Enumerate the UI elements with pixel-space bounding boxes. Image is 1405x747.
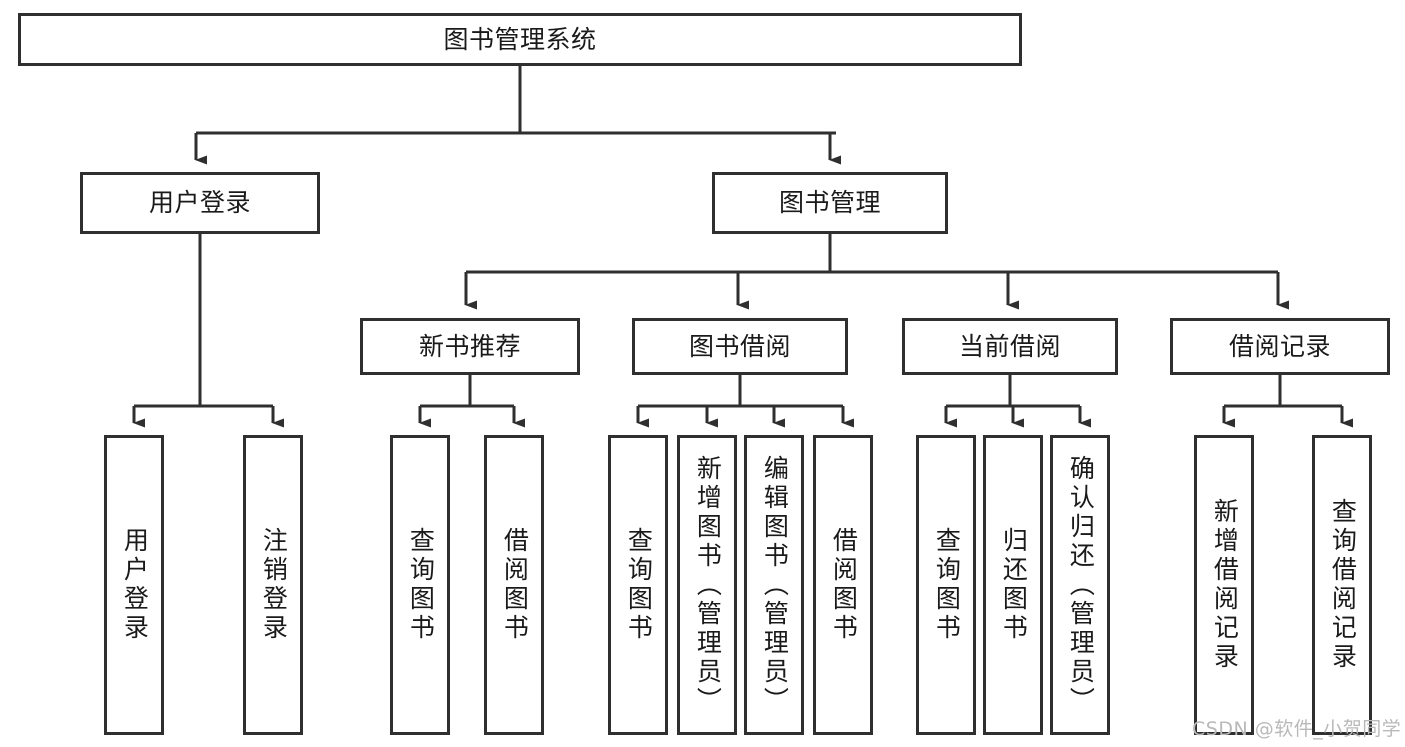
node-leaf-confirm-return[interactable]: 确认归还（管理员） <box>1050 435 1110 735</box>
node-leaf-add-book[interactable]: 新增图书（管理员） <box>677 435 737 735</box>
node-book-management-system[interactable]: 图书管理系统 <box>18 13 1022 66</box>
node-label: 图书管理 <box>778 188 881 218</box>
node-leaf-return-book[interactable]: 归还图书 <box>983 435 1043 735</box>
node-leaf-query-book-3[interactable]: 查询图书 <box>916 435 976 735</box>
node-leaf-borrow-book-1[interactable]: 借阅图书 <box>484 435 544 735</box>
node-book-management[interactable]: 图书管理 <box>712 172 948 234</box>
node-label: 图书借阅 <box>688 331 791 361</box>
node-leaf-borrow-book-2[interactable]: 借阅图书 <box>813 435 873 735</box>
node-label: 用户登录 <box>148 188 251 218</box>
node-label: 图书管理系统 <box>443 24 597 54</box>
csdn-watermark: CSDN @软件_小贺同学 <box>1192 718 1402 740</box>
node-label: 新书推荐 <box>418 331 521 361</box>
node-label: 编辑图书（管理员） <box>760 454 790 716</box>
node-user-login[interactable]: 用户登录 <box>80 172 320 234</box>
node-borrow-record[interactable]: 借阅记录 <box>1170 318 1390 375</box>
node-leaf-edit-book[interactable]: 编辑图书（管理员） <box>744 435 804 735</box>
node-label: 归还图书 <box>999 527 1029 643</box>
node-leaf-add-record[interactable]: 新增借阅记录 <box>1194 435 1254 735</box>
node-label: 借阅图书 <box>500 527 530 643</box>
node-label: 查询借阅记录 <box>1328 498 1358 672</box>
node-leaf-logout-login[interactable]: 注销登录 <box>243 435 303 735</box>
node-new-book-recommend[interactable]: 新书推荐 <box>360 318 580 375</box>
node-label: 新增借阅记录 <box>1210 498 1240 672</box>
node-label: 借阅图书 <box>829 527 859 643</box>
node-book-borrow[interactable]: 图书借阅 <box>632 318 848 375</box>
node-label: 确认归还（管理员） <box>1066 454 1096 716</box>
node-leaf-user-login[interactable]: 用户登录 <box>104 435 164 735</box>
node-label: 当前借阅 <box>958 331 1061 361</box>
node-label: 注销登录 <box>259 527 289 643</box>
node-leaf-query-record[interactable]: 查询借阅记录 <box>1312 435 1372 735</box>
node-leaf-query-book-2[interactable]: 查询图书 <box>608 435 668 735</box>
node-label: 查询图书 <box>406 527 436 643</box>
node-label: 查询图书 <box>932 527 962 643</box>
node-label: 新增图书（管理员） <box>693 454 723 716</box>
node-leaf-query-book-1[interactable]: 查询图书 <box>390 435 450 735</box>
node-current-borrow[interactable]: 当前借阅 <box>902 318 1118 375</box>
node-label: 用户登录 <box>120 527 150 643</box>
node-label: 借阅记录 <box>1228 331 1331 361</box>
node-label: 查询图书 <box>624 527 654 643</box>
